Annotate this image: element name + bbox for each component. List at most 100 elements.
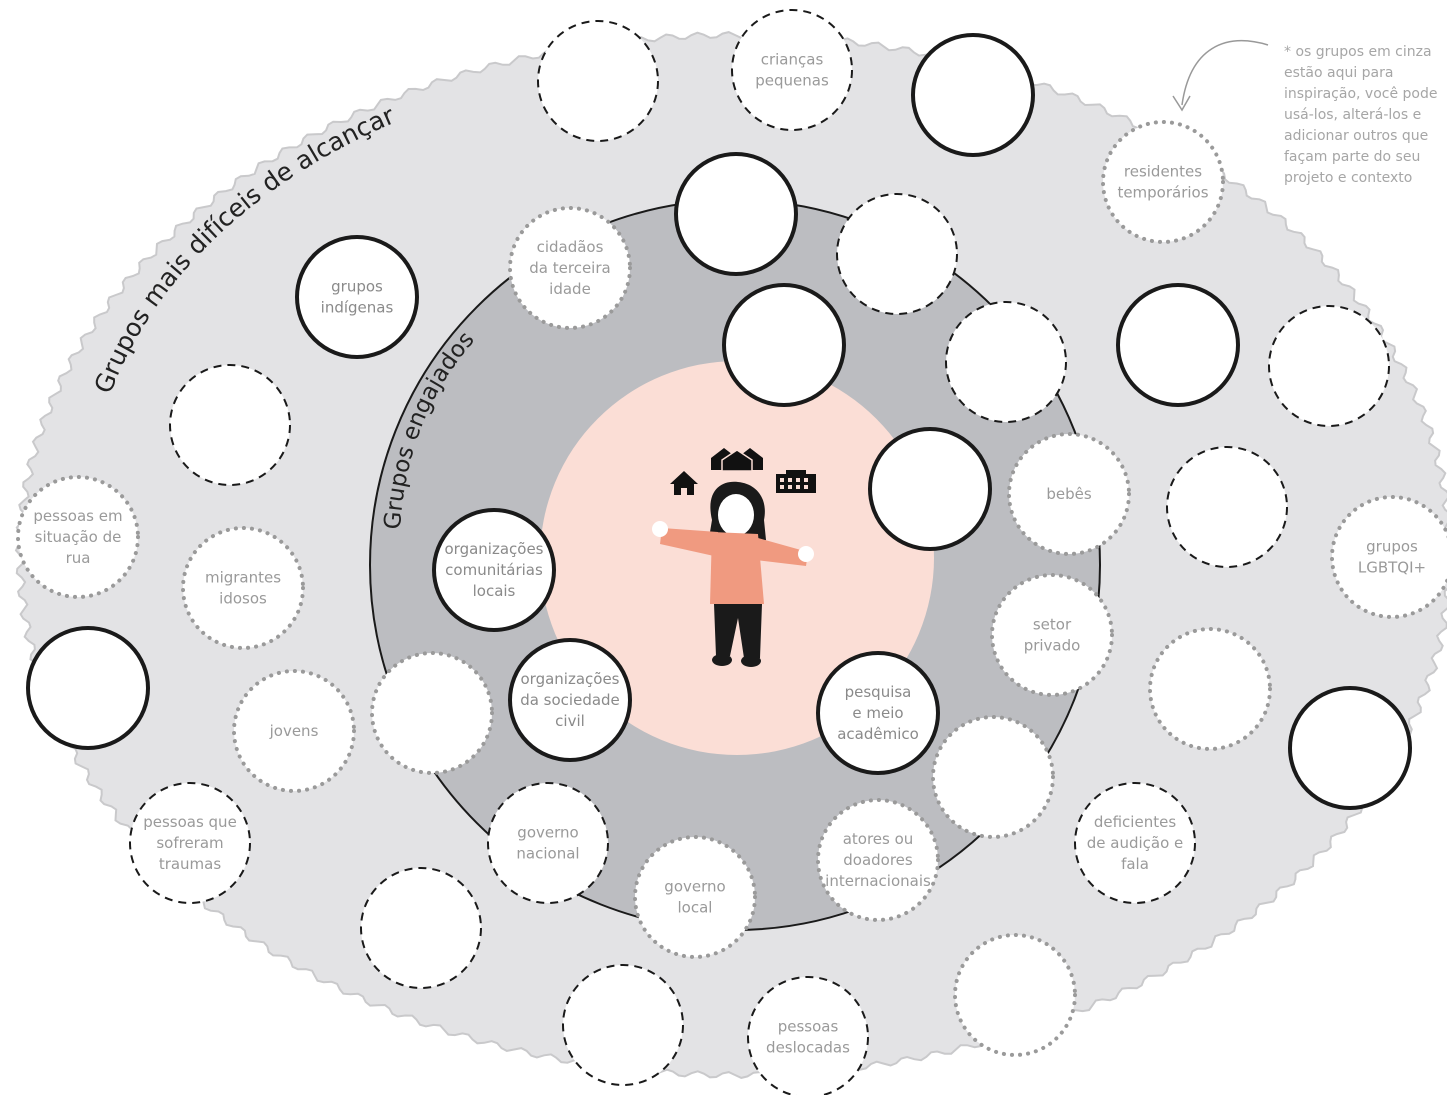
blank-circle-solid — [1116, 283, 1240, 407]
group-circle — [487, 782, 609, 904]
group-label-line: comunitárias — [445, 561, 543, 579]
group-label-line: local — [678, 899, 713, 917]
group-label-line: pequenas — [755, 72, 829, 90]
group-jovens: jovens — [232, 669, 356, 793]
group-label-line: atores ou — [843, 830, 914, 848]
group-circles: crianças pequenas residentes temporários gru… — [16, 9, 1447, 1095]
group-label-line: pessoas que — [143, 813, 237, 831]
group-label: migrantes idosos — [205, 569, 281, 608]
group-label-line: residentes — [1124, 163, 1202, 181]
face — [718, 494, 754, 536]
torso — [710, 532, 764, 604]
group-label-line: traumas — [159, 855, 222, 873]
group-label-line: indígenas — [321, 299, 394, 317]
group-grupos-indigenas: grupos indígenas — [295, 235, 419, 359]
group-circle — [432, 508, 556, 632]
group-label-line: civil — [555, 712, 585, 730]
group-criancas-pequenas: crianças pequenas — [731, 9, 853, 131]
group-label-line: fala — [1121, 855, 1149, 873]
buildings-icon — [776, 470, 816, 493]
group-label-line: setor — [1033, 616, 1072, 634]
group-label: pessoas em situação de rua — [33, 507, 122, 567]
left-hand — [652, 521, 668, 537]
right-shoe — [741, 655, 761, 667]
group-pessoas-deslocadas: pessoas deslocadas — [747, 976, 869, 1095]
group-label-line: grupos — [331, 278, 383, 296]
group-label-line: idosos — [219, 590, 267, 608]
left-shoe — [712, 654, 732, 666]
blank-circle-dashed — [169, 364, 291, 486]
blank-circle-solid — [722, 283, 846, 407]
house-icon — [670, 471, 698, 495]
group-label: bebês — [1046, 485, 1092, 503]
group-label-line: jovens — [269, 722, 319, 740]
group-label-line: rua — [66, 549, 91, 567]
group-label: crianças pequenas — [755, 51, 829, 90]
group-label-line: pesquisa — [845, 683, 912, 701]
group-circle — [1330, 495, 1447, 619]
blank-circle-dotted — [1148, 627, 1272, 751]
group-pesquisa-meio-academico: pesquisa e meio acadêmico — [816, 651, 940, 775]
group-circle — [508, 206, 632, 330]
group-label-line: temporários — [1117, 184, 1208, 202]
group-label-line: sofreram — [156, 834, 223, 852]
group-label-line: e meio — [852, 704, 903, 722]
group-label-line: grupos — [1366, 538, 1418, 556]
group-circle — [181, 526, 305, 650]
group-circle — [816, 798, 940, 922]
right-hand — [798, 546, 814, 562]
group-circle — [731, 9, 853, 131]
group-circle — [816, 651, 940, 775]
group-label-line: situação de — [35, 528, 122, 546]
blank-circle-solid — [911, 33, 1035, 157]
group-label-line: da sociedade — [520, 691, 620, 709]
blank-circle-solid — [1288, 686, 1412, 810]
group-label-line: pessoas — [778, 1018, 839, 1036]
group-label-line: internacionais — [825, 872, 931, 890]
arrowhead-icon — [1172, 95, 1191, 112]
group-label-line: deslocadas — [766, 1039, 850, 1057]
group-label: pessoas deslocadas — [766, 1018, 850, 1057]
group-label: residentes temporários — [1117, 163, 1208, 202]
group-label-line: crianças — [761, 51, 824, 69]
blank-circle-solid — [868, 427, 992, 551]
group-label-line: nacional — [516, 845, 579, 863]
blank-circle-dashed — [537, 20, 659, 142]
blank-circle-dotted — [953, 933, 1077, 1057]
group-label-line: doadores — [843, 851, 913, 869]
group-label-line: governo — [517, 824, 578, 842]
group-circle — [990, 573, 1114, 697]
blank-circle-dashed — [360, 867, 482, 989]
group-label-line: migrantes — [205, 569, 281, 587]
blank-circle-dashed — [562, 964, 684, 1086]
group-circle — [747, 976, 869, 1095]
group-residentes-temporarios: residentes temporários — [1101, 120, 1225, 244]
group-label: pessoas que sofreram traumas — [143, 813, 237, 873]
group-label-line: acadêmico — [837, 725, 919, 743]
person-figure — [652, 481, 814, 667]
right-arm — [756, 538, 808, 566]
note-arrow — [1181, 40, 1269, 106]
group-circle — [295, 235, 419, 359]
blank-circle-dashed — [1268, 305, 1390, 427]
left-arm — [660, 528, 718, 556]
blank-circle-dotted — [931, 715, 1055, 839]
group-circle — [633, 835, 757, 959]
group-label: jovens — [269, 722, 319, 740]
group-label-line: de audição e — [1087, 834, 1184, 852]
group-circle — [1101, 120, 1225, 244]
group-label-line: pessoas em — [33, 507, 122, 525]
group-label-line: idade — [549, 280, 591, 298]
blank-circle-dashed — [836, 193, 958, 315]
group-circle — [1007, 432, 1131, 556]
